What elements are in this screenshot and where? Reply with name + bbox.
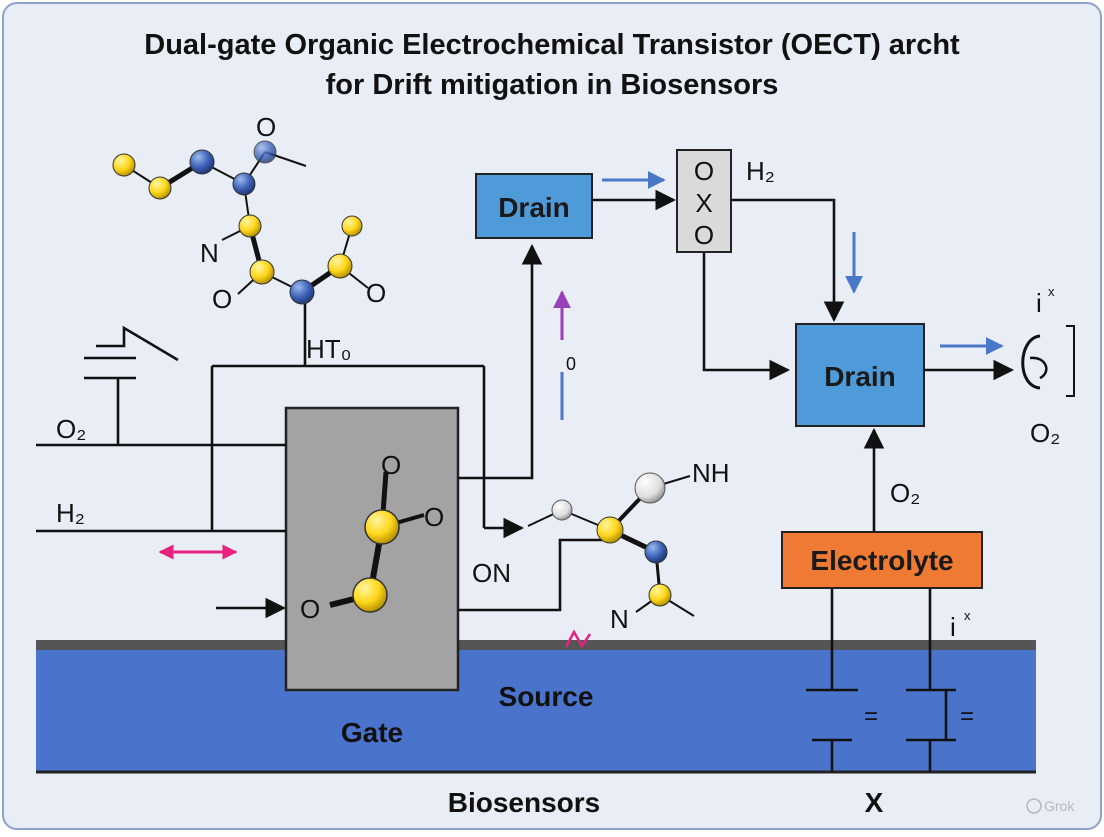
i-top-sup: x [1048, 284, 1055, 299]
output-curl-symbol [1021, 334, 1041, 390]
o2-mid-label: O₂ [890, 478, 920, 508]
rmol-atom-yellow-1 [596, 516, 624, 544]
gate-atom-o-1: O [381, 450, 401, 480]
ox-lower-to-drain-arrow [702, 252, 791, 381]
gate-atom-o-3: O [300, 594, 320, 624]
tmol-atom-5 [253, 140, 277, 164]
ox-box [676, 149, 732, 253]
zero-label: 0 [566, 354, 576, 374]
i-bottom-sup: x [964, 608, 971, 623]
tmol-atom-7 [249, 259, 275, 285]
ox-to-drain-arrow [731, 198, 845, 323]
gate-atom-yellow-1 [364, 509, 400, 545]
ht0-label: HT₀ [306, 334, 351, 364]
watermark-icon [1026, 798, 1042, 814]
tmol-o-top: O [256, 112, 276, 142]
electrolyte-box [781, 531, 983, 589]
gate-lower-wire [458, 538, 604, 612]
switch-symbol [96, 325, 179, 362]
tmol-atom-8 [289, 279, 315, 305]
gate-label: Gate [341, 717, 403, 748]
o2-right-label: O₂ [1030, 418, 1060, 448]
tmol-atom-4 [232, 172, 256, 196]
biosensors-label: Biosensors [448, 787, 601, 818]
output-bracket [1066, 325, 1075, 397]
diagram-title-line2: for Drift mitigation in Biosensors [326, 69, 779, 101]
o2-left-label: O₂ [56, 414, 86, 444]
drain-right-label: Drain [824, 361, 896, 392]
h2-top-label: H₂ [746, 156, 775, 186]
ox-box-x: X [695, 188, 712, 218]
h2-left-label: H₂ [56, 498, 85, 528]
tmol-o-right: O [366, 278, 386, 308]
tmol-atom-2 [148, 176, 172, 200]
x-label: X [865, 787, 884, 818]
drain-right-box [795, 323, 925, 427]
i-top-label: i [1036, 288, 1042, 318]
output-curl-inner [1029, 356, 1048, 380]
tmol-atom-3 [189, 149, 215, 175]
tmol-atom-10 [341, 215, 363, 237]
electrolyte-label: Electrolyte [810, 545, 953, 576]
gate-atom-o-2: O [424, 502, 444, 532]
eq2-label: = [960, 703, 974, 730]
rmol-n-label: N [610, 604, 629, 634]
source-label: Source [499, 681, 594, 712]
tmol-atom-6 [238, 214, 262, 238]
pink-zigzag-mark [564, 629, 592, 649]
eq1-label: = [864, 703, 878, 730]
drain-top-box [475, 173, 593, 239]
ox-box-o-top: O [694, 156, 714, 186]
on-label: ON [472, 558, 511, 588]
i-bottom-label: i [950, 612, 956, 642]
gate-atom-yellow-2 [352, 577, 388, 613]
substrate-source-layer [36, 650, 1036, 772]
rmol-atom-white [634, 472, 666, 504]
tmol-o-left: O [212, 284, 232, 314]
rmol-atom-white-small [551, 499, 573, 521]
tmol-atom-9 [327, 253, 353, 279]
substrate-top-layer [36, 640, 1036, 650]
gate-to-drain-arrow [458, 243, 543, 480]
watermark-label: Grok [1044, 798, 1075, 814]
rmol-nh-label: NH [692, 458, 730, 488]
rmol-atom-blue [644, 540, 668, 564]
drain-top-label: Drain [498, 192, 570, 223]
gate-block [284, 406, 460, 692]
rmol-atom-yellow-2 [648, 583, 672, 607]
tmol-n: N [200, 238, 219, 268]
tmol-atom-1 [112, 153, 136, 177]
ox-box-o-bottom: O [694, 220, 714, 250]
diagram-title-line1: Dual-gate Organic Electrochemical Transi… [144, 29, 960, 61]
